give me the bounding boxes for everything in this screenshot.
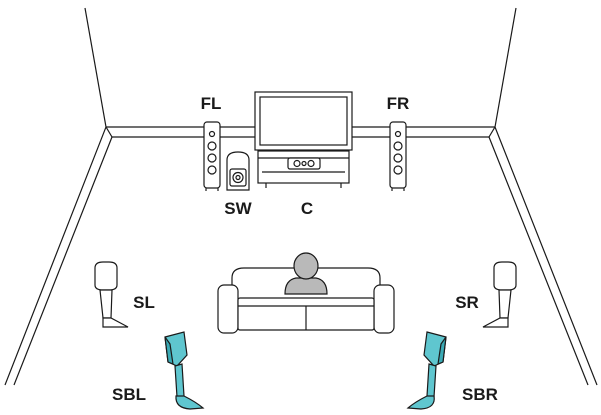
- label-sw: SW: [224, 199, 252, 218]
- speaker-sr: [482, 261, 517, 328]
- tv: [254, 91, 353, 151]
- label-sbl: SBL: [112, 385, 146, 404]
- speaker-sbr: [406, 331, 447, 410]
- listener: [284, 252, 328, 295]
- label-sbr: SBR: [462, 385, 498, 404]
- speaker-fl: [203, 121, 221, 191]
- label-sr: SR: [455, 293, 479, 312]
- label-fr: FR: [387, 94, 410, 113]
- speaker-sbl: [164, 331, 205, 410]
- label-fl: FL: [201, 94, 222, 113]
- speaker-sl: [94, 261, 129, 328]
- speaker-sw: [226, 151, 250, 191]
- label-c: C: [301, 199, 313, 218]
- label-sl: SL: [133, 293, 155, 312]
- speaker-fr: [389, 121, 407, 191]
- speaker-c: [287, 157, 321, 170]
